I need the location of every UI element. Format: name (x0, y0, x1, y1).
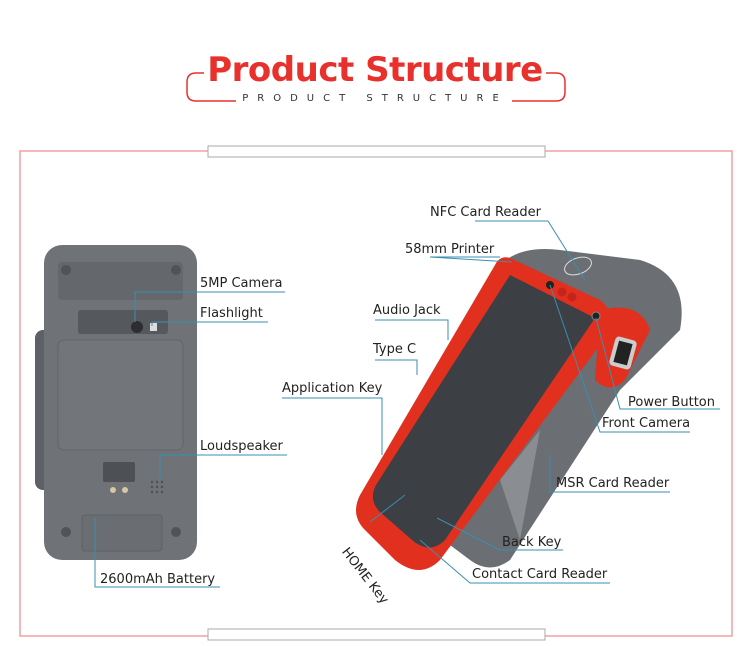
label-nfc-card-reader: NFC Card Reader (430, 205, 541, 220)
flashlight-led (150, 323, 157, 331)
label-application-key: Application Key (282, 381, 383, 396)
speaker-grille (150, 480, 164, 494)
label-msr-card-reader: MSR Card Reader (556, 476, 670, 491)
label-front-camera: Front Camera (602, 416, 691, 431)
label-back-key: Back Key (502, 535, 562, 550)
label-5mp-camera: 5MP Camera (200, 276, 283, 291)
label-58mm-printer: 58mm Printer (405, 242, 495, 257)
page-subtitle: PRODUCT STRUCTURE (242, 93, 508, 104)
label-type-c: Type C (373, 342, 417, 357)
device-back-view (35, 245, 197, 560)
label-battery: 2600mAh Battery (100, 572, 216, 587)
camera-module (78, 310, 168, 334)
label-loudspeaker: Loudspeaker (200, 439, 283, 454)
label-flashlight: Flashlight (200, 306, 263, 321)
label-contact-card-reader: Contact Card Reader (472, 567, 608, 582)
page-title: Product Structure (207, 50, 543, 90)
title-bracket (186, 72, 566, 102)
device-front-view (356, 249, 682, 570)
label-power-button: Power Button (628, 395, 715, 410)
leader-lines (94, 220, 720, 588)
camera-lens (131, 321, 143, 333)
label-audio-jack: Audio Jack (373, 303, 441, 318)
content-frame (19, 145, 733, 641)
